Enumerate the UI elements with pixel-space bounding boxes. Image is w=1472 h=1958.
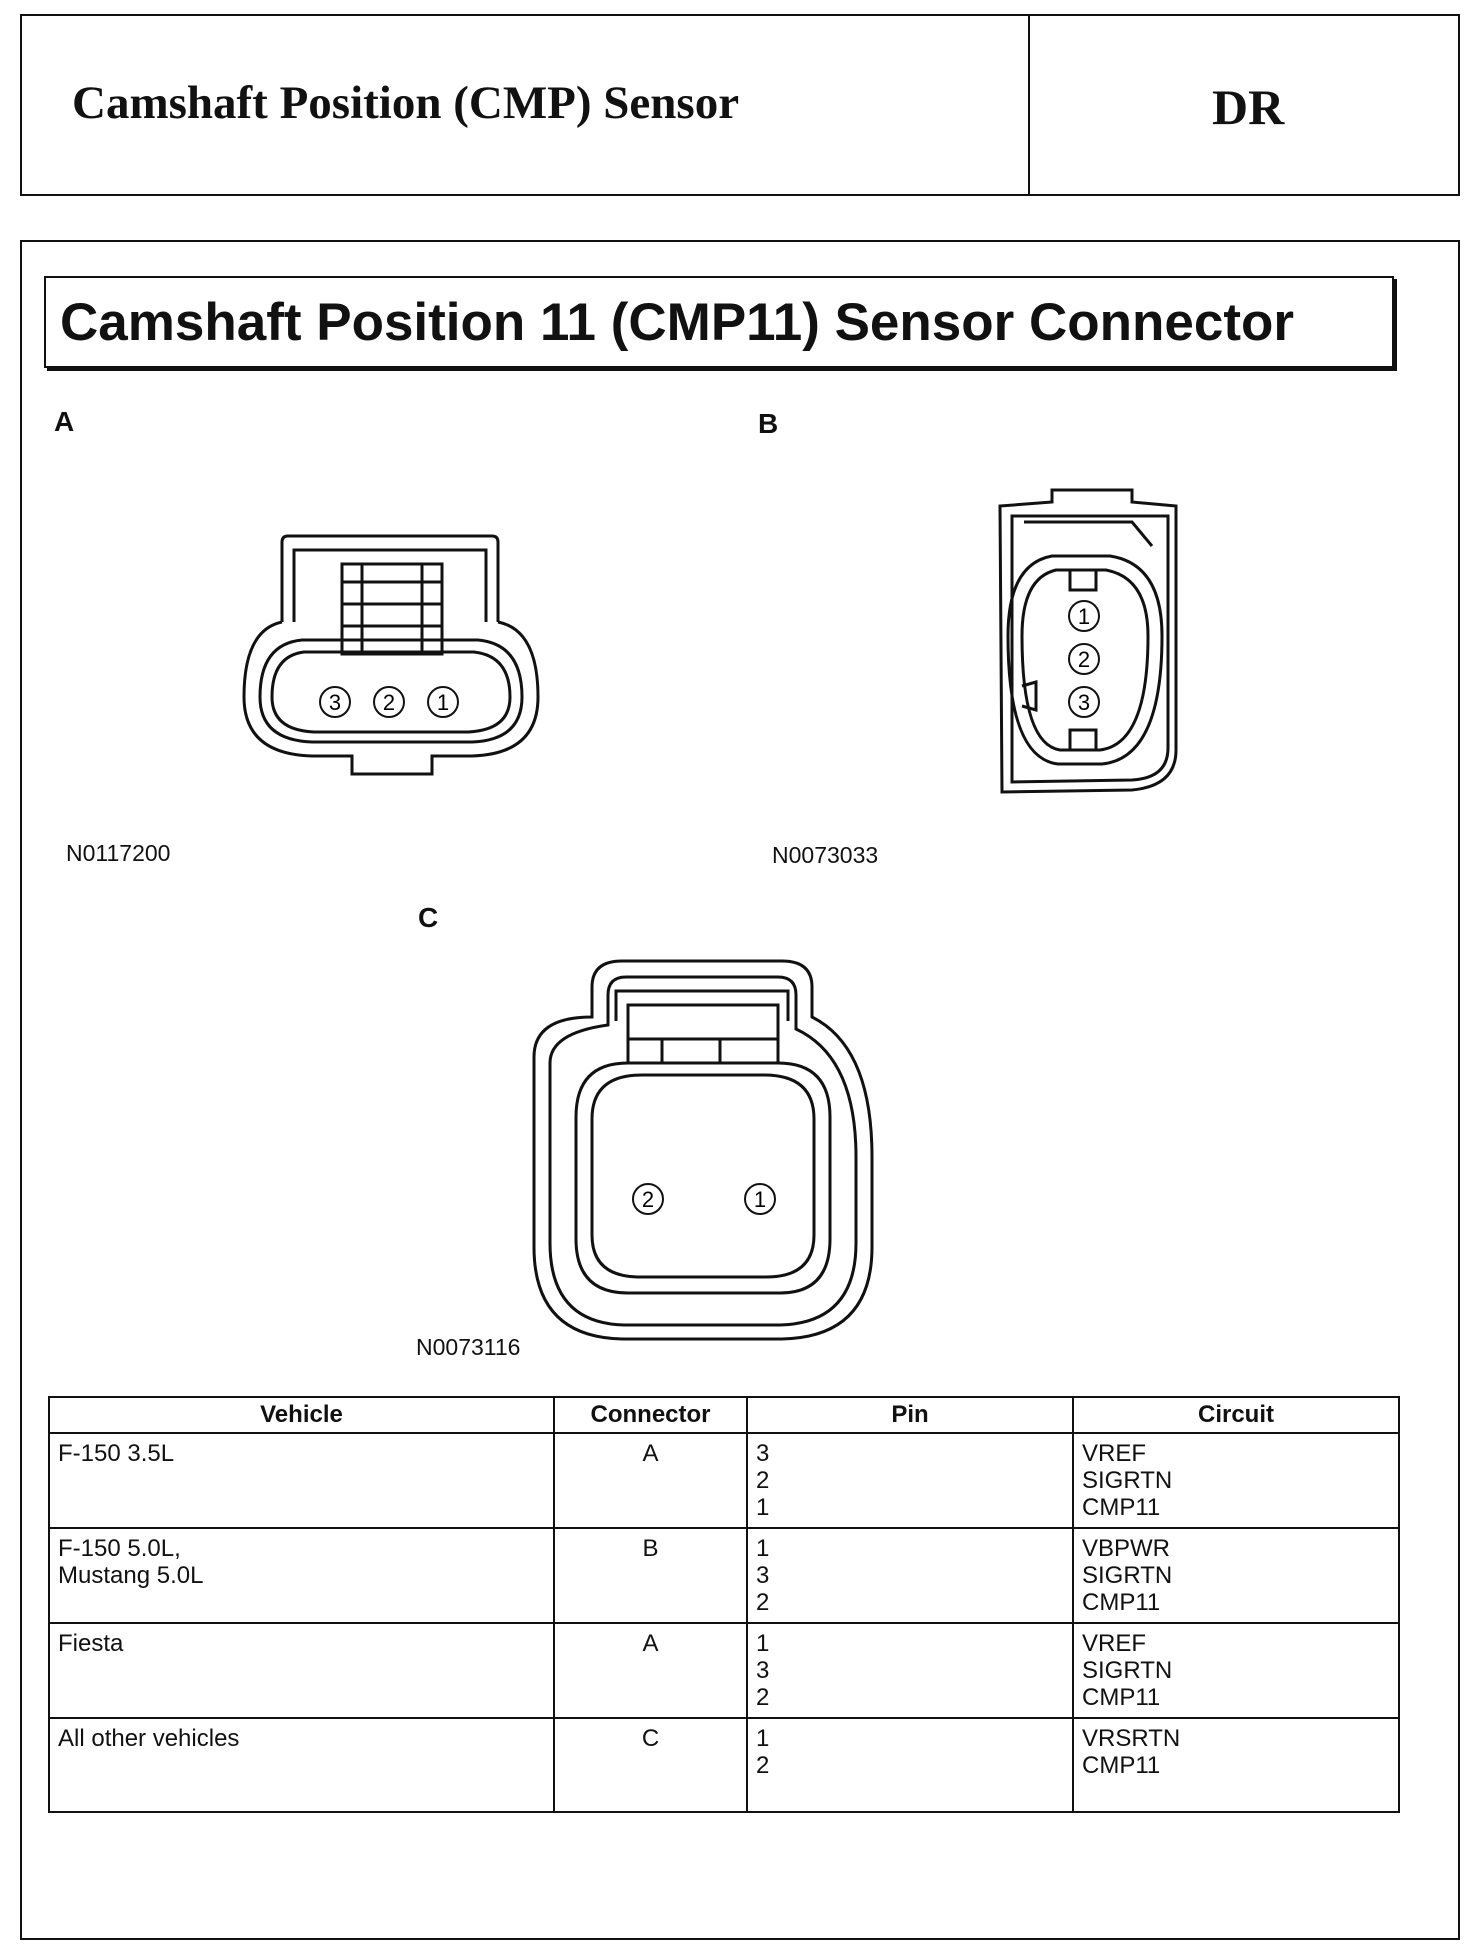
pin-number: 3 <box>756 1657 770 1684</box>
header-connector: Connector <box>553 1396 748 1434</box>
circuit-name: SIGRTN <box>1082 1562 1173 1589</box>
connector-a-figure-id: N0117200 <box>66 840 171 866</box>
pin-cell: 1 3 2 <box>746 1622 1074 1719</box>
connector-a-pin-circle <box>427 686 459 718</box>
pin-number: 1 <box>756 1535 770 1562</box>
connector-a-pin-label: 2 <box>383 690 395 715</box>
connector-panel: Camshaft Position 11 (CMP11) Sensor Conn… <box>20 240 1460 1940</box>
table-header-row: Vehicle Connector Pin Circuit <box>48 1396 1400 1434</box>
circuit-name: SIGRTN <box>1082 1467 1173 1494</box>
connector-b-pin-label: 1 <box>1078 604 1090 629</box>
connector-b-pin-circle <box>1068 686 1100 718</box>
connector-cell: B <box>553 1527 748 1624</box>
circuit-cell: VBPWR SIGRTN CMP11 <box>1072 1527 1400 1624</box>
connector-b-pin-circle <box>1068 643 1100 675</box>
pin-number: 2 <box>756 1752 770 1779</box>
table-row: All other vehicles C 1 2 VRSRTN CMP11 <box>48 1717 1400 1813</box>
page-title: Camshaft Position (CMP) Sensor <box>72 77 740 129</box>
vehicle-name: Mustang 5.0L <box>58 1562 204 1589</box>
connector-c-diagram <box>532 959 874 1341</box>
connector-a-label: A <box>54 406 75 437</box>
vehicle-name: F-150 3.5L <box>58 1440 175 1467</box>
connector-b-pin-label: 2 <box>1078 647 1090 672</box>
circuit-name: VREF <box>1082 1630 1147 1657</box>
connector-a-pin-label: 3 <box>329 690 341 715</box>
pin-cell: 3 2 1 <box>746 1432 1074 1529</box>
pin-number: 2 <box>756 1684 770 1711</box>
pin-number: 1 <box>756 1725 770 1752</box>
pin-number: 2 <box>756 1589 770 1616</box>
page-header: Camshaft Position (CMP) Sensor DR <box>20 14 1460 196</box>
circuit-name: CMP11 <box>1082 1684 1161 1711</box>
connector-b-label: B <box>758 408 779 439</box>
connector-cell: A <box>553 1622 748 1719</box>
connector-c-label: C <box>418 902 439 933</box>
vehicle-name: Fiesta <box>58 1630 124 1657</box>
table-row: F-150 5.0L, Mustang 5.0L B 1 3 2 VBPWR S… <box>48 1527 1400 1624</box>
section-code: DR <box>1212 79 1285 135</box>
pin-cell: 1 3 2 <box>746 1527 1074 1624</box>
vehicle-name: All other vehicles <box>58 1725 240 1752</box>
header-circuit: Circuit <box>1072 1396 1400 1434</box>
circuit-cell: VRSRTN CMP11 <box>1072 1717 1400 1813</box>
pin-number: 1 <box>756 1630 770 1657</box>
vehicle-cell: All other vehicles <box>48 1717 555 1813</box>
connector-b-figure-id: N0073033 <box>772 842 879 868</box>
section-title: Camshaft Position 11 (CMP11) Sensor Conn… <box>60 293 1294 352</box>
connector-a-pin-circle <box>373 686 405 718</box>
connector-b-pin-label: 3 <box>1078 690 1090 715</box>
circuit-name: CMP11 <box>1082 1494 1161 1521</box>
vehicle-cell: Fiesta <box>48 1622 555 1719</box>
circuit-cell: VREF SIGRTN CMP11 <box>1072 1432 1400 1529</box>
connector-cell: A <box>553 1432 748 1529</box>
section-banner: Camshaft Position 11 (CMP11) Sensor Conn… <box>44 276 1394 368</box>
pin-number: 2 <box>756 1467 770 1494</box>
pinout-table: Vehicle Connector Pin Circuit F-150 3.5L… <box>48 1396 1400 1813</box>
circuit-cell: VREF SIGRTN CMP11 <box>1072 1622 1400 1719</box>
connector-cell: C <box>553 1717 748 1813</box>
header-pin: Pin <box>746 1396 1074 1434</box>
connector-a-pins: 3 2 1 <box>319 686 459 718</box>
vehicle-cell: F-150 5.0L, Mustang 5.0L <box>48 1527 555 1624</box>
circuit-name: CMP11 <box>1082 1752 1161 1779</box>
circuit-name: VREF <box>1082 1440 1147 1467</box>
connector-c-pin-circle <box>632 1183 664 1215</box>
vehicle-name: F-150 5.0L, <box>58 1535 181 1562</box>
table-row: Fiesta A 1 3 2 VREF SIGRTN CMP11 <box>48 1622 1400 1719</box>
connector-a-pin-circle <box>319 686 351 718</box>
circuit-name: VBPWR <box>1082 1535 1171 1562</box>
connector-c-figure-id: N0073116 <box>416 1334 521 1360</box>
connector-c-pins: 2 1 <box>632 1183 776 1215</box>
connector-a-diagram <box>242 534 540 776</box>
circuit-name: SIGRTN <box>1082 1657 1173 1684</box>
connector-c-pin-circle <box>744 1183 776 1215</box>
connector-b-diagram <box>998 488 1178 794</box>
connector-c-pin-label: 1 <box>754 1187 766 1212</box>
pin-number: 3 <box>756 1562 770 1589</box>
connector-b-pins: 1 2 3 <box>1068 600 1100 718</box>
circuit-name: VRSRTN <box>1082 1725 1181 1752</box>
connector-c-pin-label: 2 <box>642 1187 654 1212</box>
pin-number: 1 <box>756 1494 770 1521</box>
vehicle-cell: F-150 3.5L <box>48 1432 555 1529</box>
header-vehicle: Vehicle <box>48 1396 555 1434</box>
connector-b-pin-circle <box>1068 600 1100 632</box>
pin-cell: 1 2 <box>746 1717 1074 1813</box>
connector-a-pin-label: 1 <box>437 690 449 715</box>
table-row: F-150 3.5L A 3 2 1 VREF SIGRTN CMP11 <box>48 1432 1400 1529</box>
header-divider <box>1028 16 1030 194</box>
pin-number: 3 <box>756 1440 770 1467</box>
circuit-name: CMP11 <box>1082 1589 1161 1616</box>
